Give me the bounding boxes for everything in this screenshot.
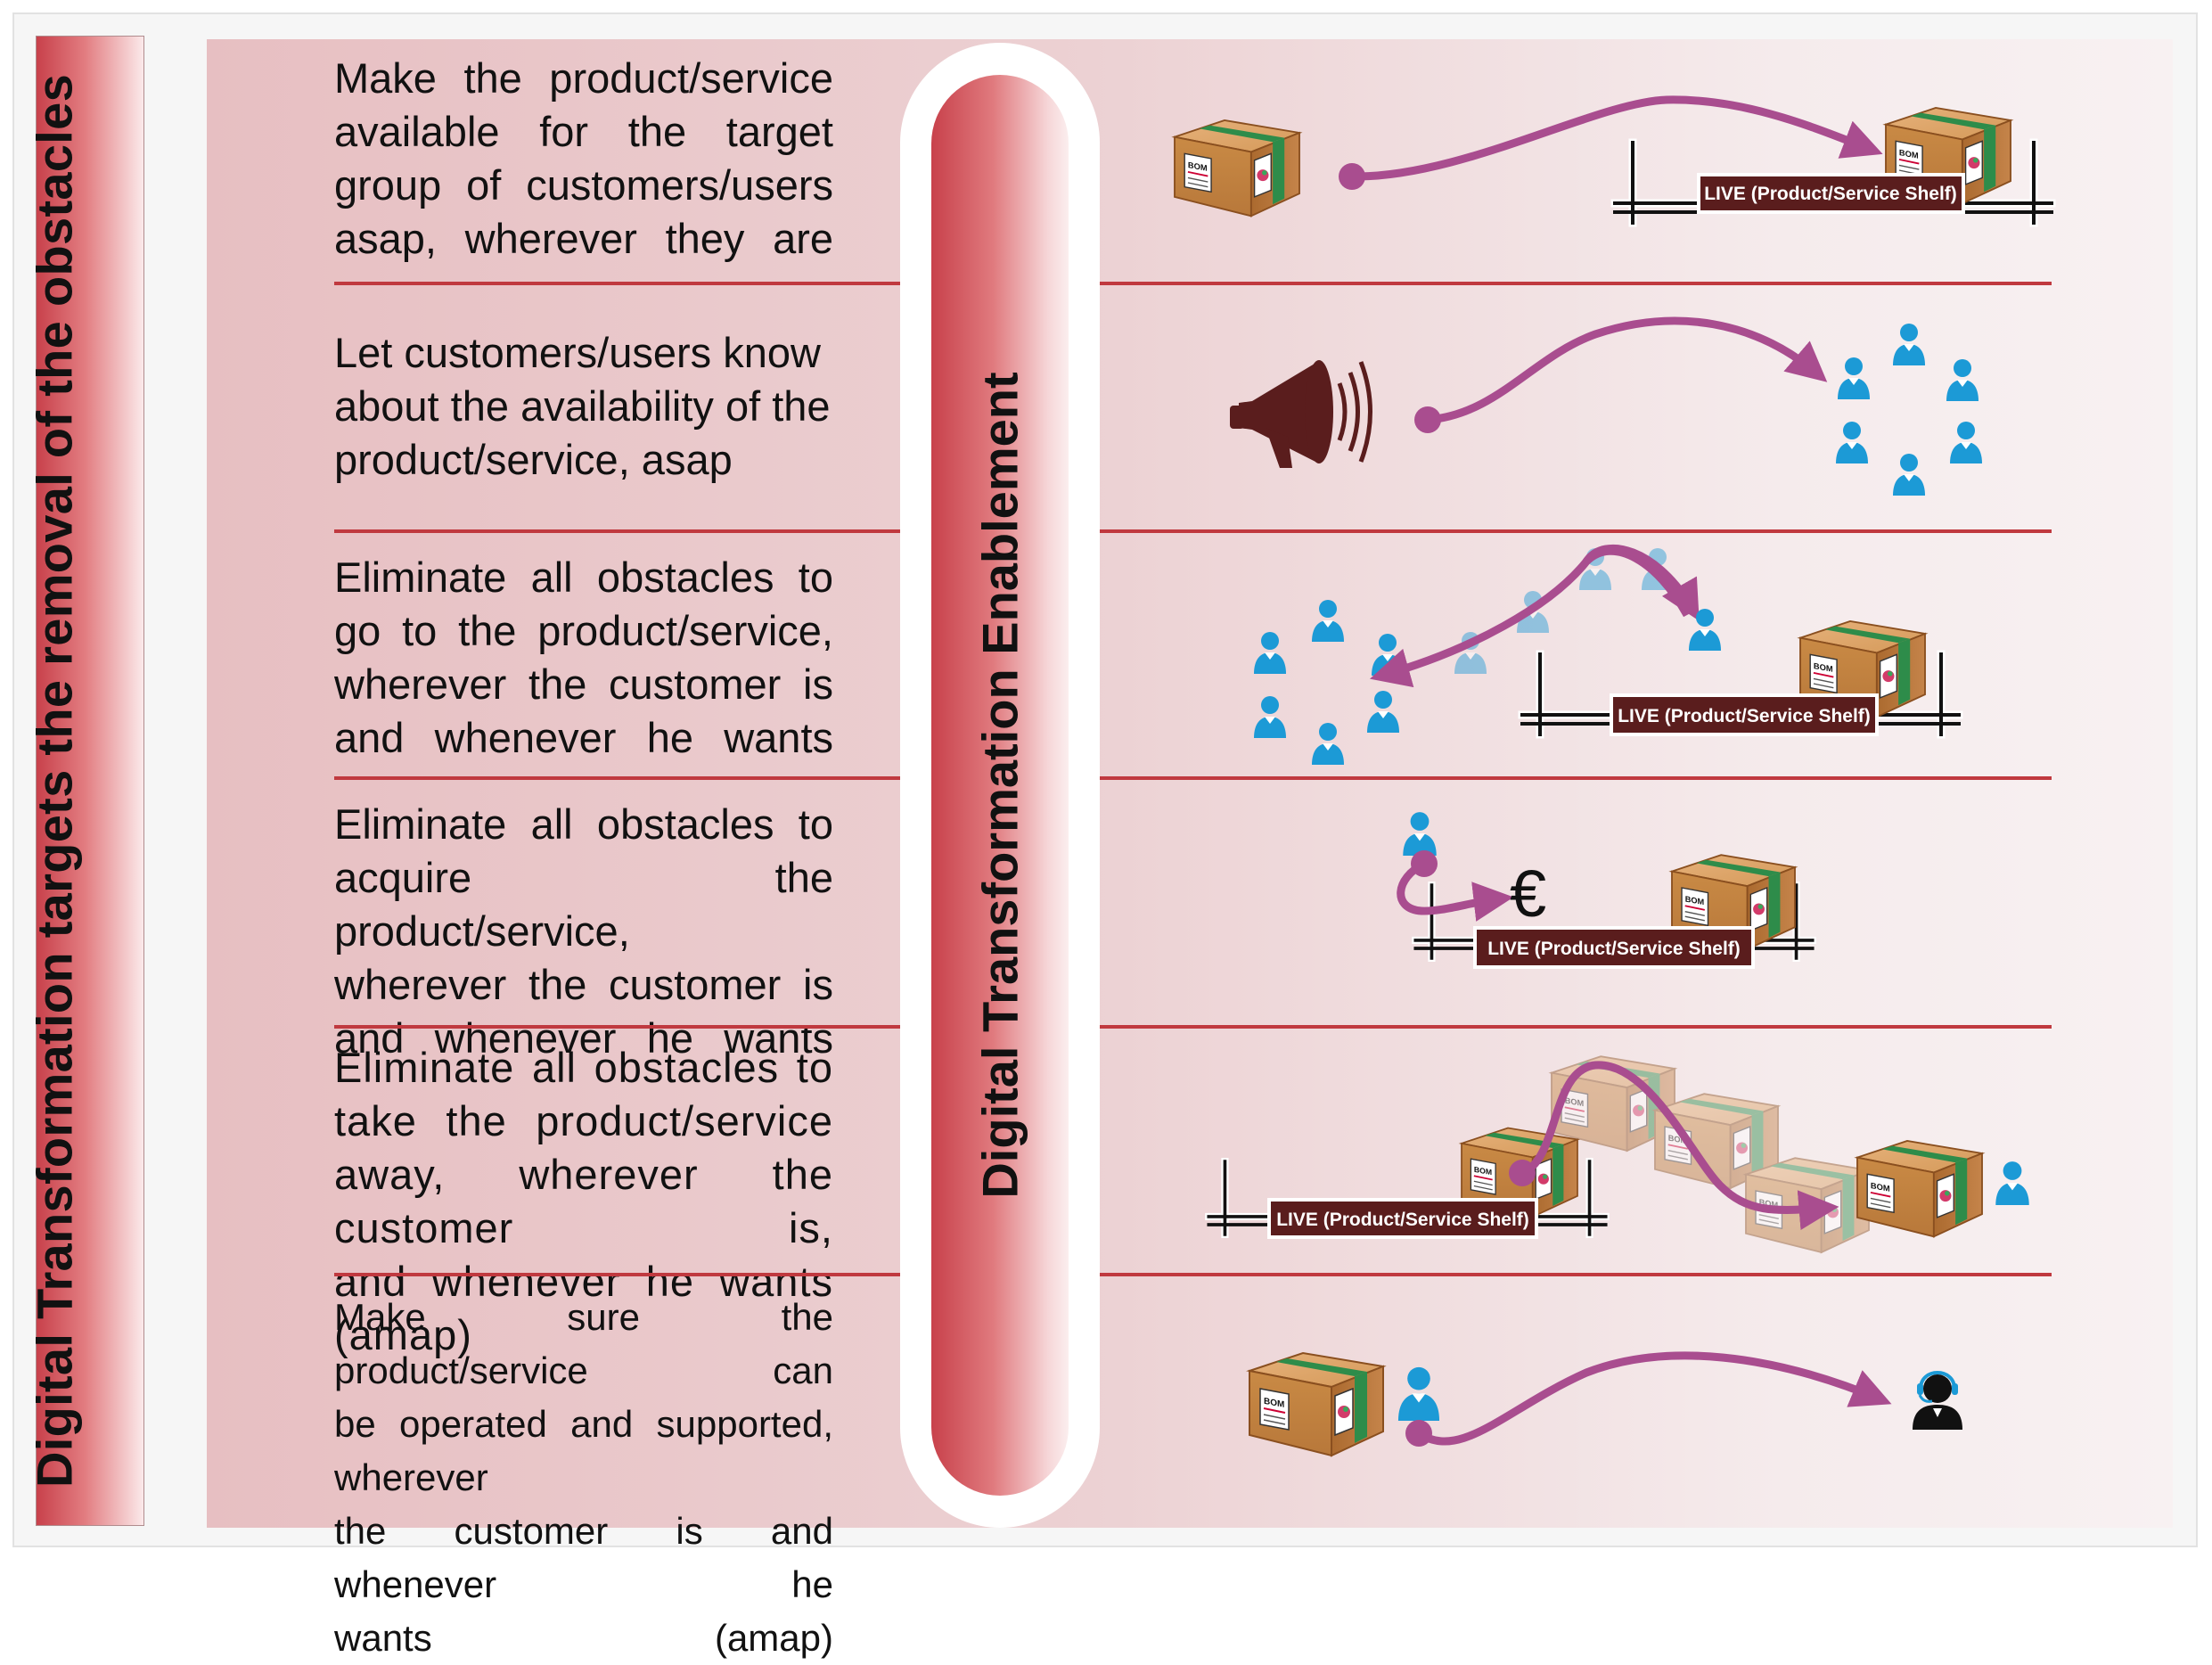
row-5-line: and whenever he wants (amap) [334,1258,833,1358]
row-divider [1100,1025,2052,1029]
row-6-text: Make sure the product/service can be ope… [334,1291,833,1665]
row-4-line: and whenever he wants [334,1014,833,1062]
row-5-line: away, wherever the customer is, [334,1151,833,1251]
row-6-line: wants (amap) [334,1617,833,1659]
row-3-line: and whenever he wants [334,714,833,761]
row-3-line: go to the product/service, [334,607,833,654]
row-2-line: about the availability of the [334,382,831,430]
main-panel [207,39,2173,1528]
row-divider [1100,529,2052,533]
row-4-line: wherever the customer is [334,961,833,1008]
left-banner-title: Digital Transformation targets the remov… [26,73,83,1489]
center-capsule-fill [931,75,1069,1496]
row-1-line: Make the product/service [334,54,833,102]
row-1-line: group of customers/users [334,161,833,209]
row-6-line: Make sure the product/service can [334,1296,833,1391]
row-4-text: Eliminate all obstacles to acquire the p… [334,798,833,1065]
row-2-text: Let customers/users know about the avail… [334,326,833,487]
row-5-text: Eliminate all obstacles to take the prod… [334,1041,833,1362]
row-1-line: asap, wherever they are [334,215,833,262]
row-divider [334,282,900,285]
row-3-line: Eliminate all obstacles to [334,554,833,601]
row-5-line: take the product/service [334,1097,833,1144]
row-5-line: Eliminate all obstacles to [334,1044,833,1091]
row-1-line: available for the target [334,108,833,155]
row-divider [1100,776,2052,780]
row-4-line: acquire the product/service, [334,854,833,955]
row-2-line: product/service, asap [334,436,733,483]
row-2-line: Let customers/users know [334,329,821,376]
row-6-line: the customer is and whenever he [334,1510,833,1605]
row-divider [1100,282,2052,285]
center-title: Digital Transformation Enablement [971,372,1028,1199]
row-3-text: Eliminate all obstacles to go to the pro… [334,551,833,765]
row-6-line: be operated and supported, wherever [334,1403,833,1498]
row-3-line: wherever the customer is [334,660,833,708]
row-divider [334,776,900,780]
row-divider [334,1025,900,1029]
row-divider [1100,1273,2052,1276]
row-divider [334,1273,900,1276]
row-divider [334,529,900,533]
row-1-text: Make the product/service available for t… [334,52,833,266]
left-banner [36,36,144,1526]
row-4-line: Eliminate all obstacles to [334,800,833,848]
